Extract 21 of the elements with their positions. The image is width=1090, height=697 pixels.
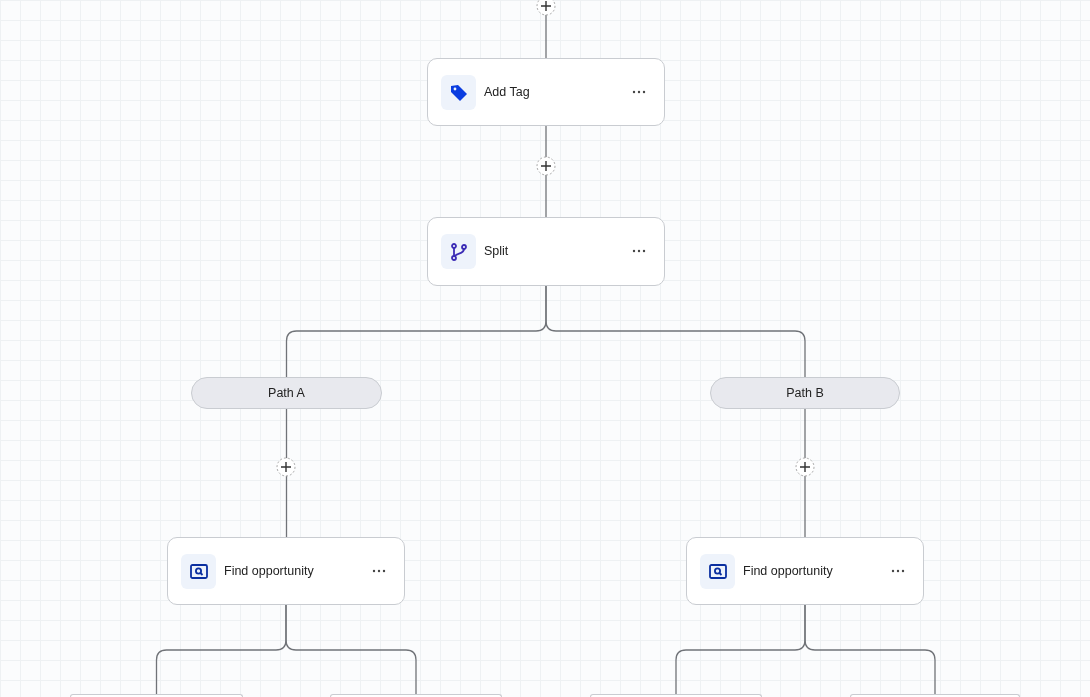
path-name: Path A [268, 386, 305, 400]
step-card [427, 217, 665, 286]
step-card [850, 694, 1020, 697]
connector-line [285, 604, 417, 695]
path-pill [191, 377, 382, 409]
step-name: Find opportunity [743, 564, 833, 578]
step-name: Add Tag [484, 85, 530, 99]
connector-line [545, 285, 806, 378]
step-name: Find opportunity [224, 564, 314, 578]
step-card [686, 537, 924, 605]
step-card [427, 58, 665, 126]
path-pill [710, 377, 900, 409]
connector-line [804, 604, 936, 695]
step-name: Split [484, 244, 509, 258]
connector-line [804, 408, 806, 538]
path-name: Path B [786, 386, 824, 400]
step-card [70, 694, 243, 697]
step-card [590, 694, 762, 697]
step-card [330, 694, 502, 697]
connector-line [285, 408, 288, 538]
step-card [167, 537, 405, 605]
